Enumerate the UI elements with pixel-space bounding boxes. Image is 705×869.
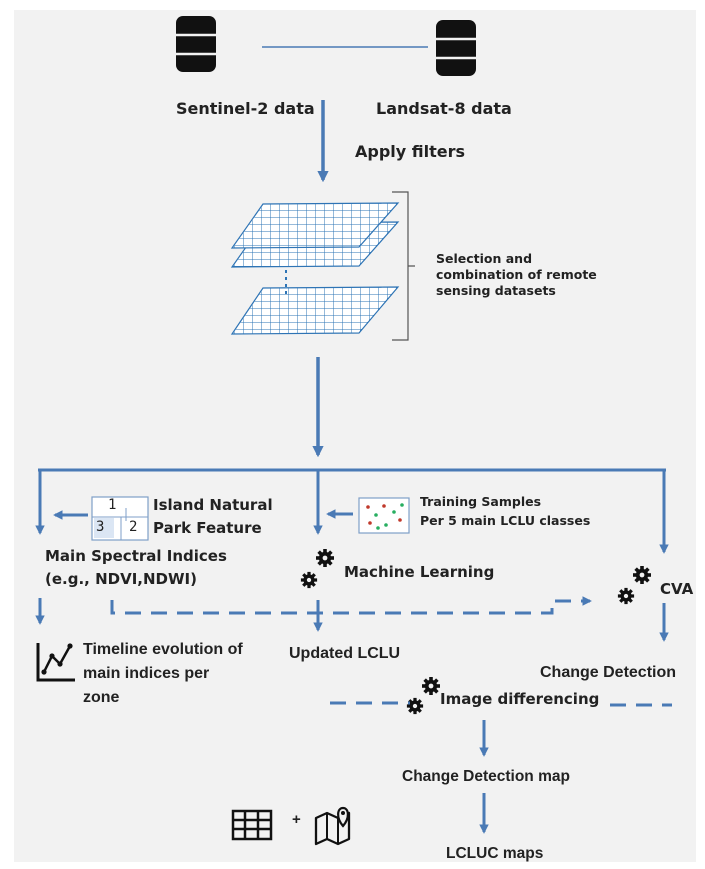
updated-lclu-label: Updated LCLU: [289, 645, 401, 662]
machine-learning-label: Machine Learning: [344, 563, 495, 581]
gear-icon: [617, 566, 651, 605]
selection-label: Selection and combination of remote sens…: [436, 251, 597, 299]
database-icon: [174, 14, 218, 74]
apply-filters-label: Apply filters: [355, 142, 466, 161]
grid-layers-icon: [230, 202, 400, 335]
island-cell-3: 3: [96, 519, 105, 535]
timeline-line: Timeline evolution of: [83, 641, 243, 658]
bracket: [392, 191, 415, 341]
spectral-line: Main Spectral Indices: [45, 547, 227, 565]
database-icon: [434, 18, 478, 78]
gear-icon: [300, 549, 334, 589]
change-detection-map-label: Change Detection map: [402, 768, 570, 785]
scatter-samples-icon: [358, 497, 410, 534]
island-cell-2: 2: [129, 519, 138, 535]
plus-sign: +: [292, 811, 301, 828]
island-label: Island Natural Park Feature: [153, 494, 273, 540]
island-line: Park Feature: [153, 519, 262, 537]
island-grid-icon: [91, 496, 149, 541]
selection-line: combination of remote: [436, 267, 597, 282]
cva-label: CVA: [660, 580, 694, 598]
table-icon: [231, 809, 273, 841]
selection-line: Selection and: [436, 251, 533, 266]
island-line: Island Natural: [153, 496, 273, 514]
selection-line: sensing datasets: [436, 283, 556, 298]
island-cell-1: 1: [108, 497, 117, 513]
training-line: Per 5 main LCLU classes: [420, 513, 591, 528]
lcluc-maps-label: LCLUC maps: [446, 845, 544, 862]
training-label: Training Samples Per 5 main LCLU classes: [420, 492, 590, 530]
diagram-background: [14, 10, 696, 862]
spectral-label: Main Spectral Indices (e.g., NDVI,NDWI): [45, 545, 227, 591]
gear-icon: [406, 677, 440, 715]
spectral-line: (e.g., NDVI,NDWI): [45, 570, 197, 588]
timeline-line: main indices per: [83, 665, 210, 682]
change-detection-label: Change Detection: [540, 664, 677, 681]
timeline-label: Timeline evolution of main indices per z…: [83, 638, 243, 710]
landsat-label: Landsat-8 data: [376, 99, 512, 118]
sentinel-label: Sentinel-2 data: [176, 99, 315, 118]
chart-line-icon: [36, 643, 75, 682]
dashed-arrow: [110, 596, 592, 615]
training-line: Training Samples: [420, 494, 542, 509]
map-pin-icon: [314, 806, 351, 846]
timeline-line: zone: [83, 689, 120, 706]
image-differencing-label: Image differencing: [440, 690, 600, 708]
